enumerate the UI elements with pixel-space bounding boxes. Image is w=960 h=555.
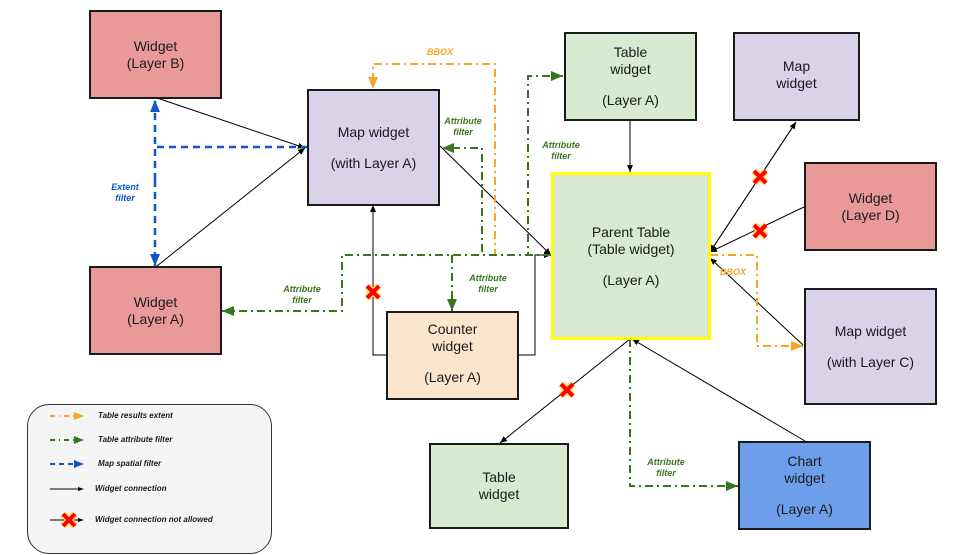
node-map-widget-layer-a[interactable]: Map widget (with Layer A) bbox=[307, 89, 440, 206]
legend-label: Widget connection not allowed bbox=[95, 515, 213, 524]
not-allowed-x-icon bbox=[751, 222, 769, 240]
edge-parent-to-map-top-reverse bbox=[709, 121, 797, 253]
label-attr-counter: Attribute filter bbox=[463, 273, 513, 295]
legend-label: Table attribute filter bbox=[98, 435, 173, 444]
node-table-widget-top[interactable]: Table widget (Layer A) bbox=[564, 32, 697, 121]
node-label: widget bbox=[776, 75, 817, 91]
legend-swatch-blue bbox=[50, 460, 84, 468]
legend-swatches bbox=[50, 412, 84, 529]
node-label: Widget bbox=[133, 37, 178, 54]
not-allowed-x-icon bbox=[364, 283, 382, 301]
label-attr-widget-a: Attribute filter bbox=[277, 284, 327, 306]
node-counter-widget[interactable]: Counter widget (Layer A) bbox=[386, 311, 519, 400]
diagram-connections bbox=[150, 63, 806, 491]
legend-swatch-orange bbox=[50, 412, 84, 420]
label-attr-chart: Attribute filter bbox=[641, 457, 691, 479]
label-line: Attribute bbox=[444, 116, 482, 126]
node-label: widget bbox=[478, 486, 520, 502]
not-allowed-x-icon bbox=[558, 381, 576, 399]
node-label: (Layer A) bbox=[127, 310, 184, 327]
node-map-widget-top[interactable]: Map widget bbox=[733, 32, 860, 121]
legend: Table results extent Table attribute fil… bbox=[27, 404, 272, 554]
edge-widget-b-to-map bbox=[156, 97, 306, 149]
label-line: filter bbox=[656, 468, 676, 478]
node-parent-table[interactable]: Parent Table (Table widget) (Layer A) bbox=[551, 172, 711, 340]
label-attr-map: Attribute filter bbox=[438, 116, 488, 138]
node-widget-layer-a[interactable]: Widget (Layer A) bbox=[89, 266, 222, 355]
label-line: filter bbox=[115, 193, 135, 203]
node-widget-layer-d[interactable]: Widget (Layer D) bbox=[804, 162, 937, 251]
legend-label: Map spatial filter bbox=[98, 459, 162, 468]
label-bbox-right: BBOX bbox=[719, 267, 746, 277]
node-label: Counter bbox=[427, 321, 478, 337]
node-label: (Layer A) bbox=[776, 501, 833, 517]
edge-attr-to-table-top bbox=[527, 71, 563, 256]
label-line: filter bbox=[478, 284, 498, 294]
label-line: filter bbox=[292, 295, 312, 305]
label-attr-table-top: Attribute filter bbox=[536, 140, 586, 162]
node-label: Table bbox=[482, 469, 516, 485]
node-map-widget-layer-c[interactable]: Map widget (with Layer C) bbox=[804, 288, 937, 405]
node-label: (with Layer A) bbox=[330, 154, 417, 171]
node-label: widget bbox=[432, 338, 473, 354]
node-label: (Table widget) bbox=[587, 240, 675, 257]
node-widget-layer-b[interactable]: Widget (Layer B) bbox=[89, 10, 222, 99]
label-bbox-top: BBOX bbox=[426, 47, 453, 57]
node-label: Parent Table bbox=[591, 223, 671, 240]
node-chart-widget[interactable]: Chart widget (Layer A) bbox=[738, 441, 871, 530]
label-line: Attribute bbox=[469, 273, 507, 283]
node-label: Table bbox=[613, 44, 648, 60]
edge-counter-to-parent bbox=[518, 252, 551, 356]
edge-attr-to-widget-a bbox=[222, 254, 551, 316]
node-label: Map widget bbox=[337, 123, 410, 140]
not-allowed-x-icon bbox=[751, 168, 769, 186]
edge-attr-to-chart bbox=[629, 339, 738, 491]
label-line: Attribute bbox=[647, 457, 685, 467]
node-label: (Layer A) bbox=[602, 271, 660, 288]
node-label: Widget bbox=[848, 189, 893, 206]
node-label: (Layer A) bbox=[602, 92, 659, 108]
node-label: Map widget bbox=[834, 322, 907, 339]
label-line: filter bbox=[453, 127, 473, 137]
node-label: Map bbox=[782, 58, 811, 74]
node-label: (Layer A) bbox=[424, 369, 481, 385]
node-label: (Layer B) bbox=[126, 54, 185, 71]
label-line: Attribute bbox=[283, 284, 321, 294]
label-line: Attribute bbox=[542, 140, 580, 150]
legend-label: Table results extent bbox=[98, 411, 173, 420]
node-label: widget bbox=[610, 61, 651, 77]
edge-widget-a-to-map bbox=[156, 147, 306, 267]
node-label: widget bbox=[784, 470, 825, 486]
legend-swatch-green bbox=[50, 436, 84, 444]
label-line: filter bbox=[551, 151, 571, 161]
node-table-widget-bottom[interactable]: Table widget bbox=[429, 443, 569, 529]
node-label: (with Layer C) bbox=[826, 353, 915, 370]
legend-swatch-x bbox=[50, 511, 84, 529]
legend-label: Widget connection bbox=[95, 484, 167, 493]
edge-counter-to-map bbox=[370, 205, 387, 356]
edge-bbox-to-map-c bbox=[710, 254, 803, 351]
label-extent-filter: Extent filter bbox=[105, 182, 145, 204]
node-label: Widget bbox=[133, 293, 178, 310]
node-label: Chart bbox=[787, 453, 822, 469]
edge-chart-to-parent bbox=[631, 338, 806, 442]
label-line: Extent bbox=[111, 182, 139, 192]
node-label: (Layer D) bbox=[841, 206, 900, 223]
legend-swatch-black bbox=[50, 487, 84, 491]
